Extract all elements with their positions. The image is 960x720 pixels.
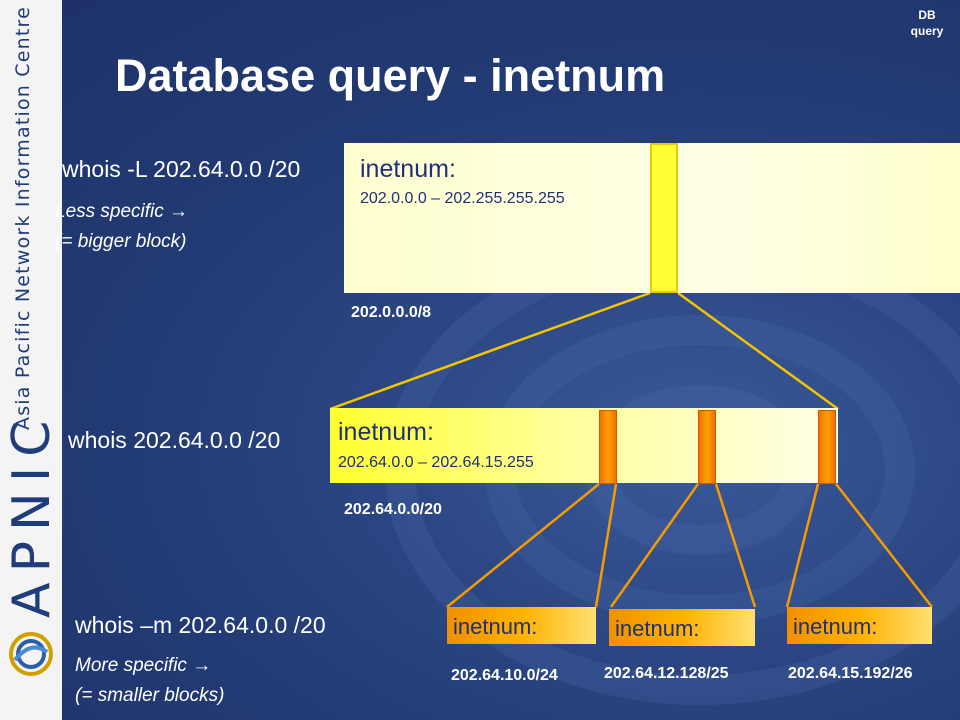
inetnum-block-8-range: 202.0.0.0 – 202.255.255.255	[360, 190, 565, 207]
inetnum-block-20: inetnum: 202.64.0.0 – 202.64.15.255	[330, 408, 838, 483]
less-specific-note: Less specific → (= bigger block)	[55, 197, 188, 257]
prefix-label-8: 202.0.0.0/8	[351, 304, 432, 321]
highlight-slot-25	[698, 410, 716, 484]
connector-line	[609, 483, 700, 608]
connector-line	[329, 291, 651, 411]
more-specific-note: More specific → (= smaller blocks)	[75, 651, 224, 711]
inetnum-block-8-title: inetnum:	[360, 155, 456, 183]
less-specific-note-line2: (= bigger block)	[55, 231, 187, 252]
prefix-label-26: 202.64.15.192/26	[788, 665, 913, 682]
query-exact-command: whois 202.64.0.0 /20	[68, 427, 281, 453]
less-specific-note-line1: Less specific →	[55, 197, 188, 227]
more-specific-note-text: More specific	[75, 655, 193, 676]
connector-line	[677, 291, 839, 411]
query-less-specific-command: whois -L 202.64.0.0 /20	[62, 156, 301, 182]
inetnum-block-25-title: inetnum:	[615, 616, 700, 641]
section-label-line1: DB	[918, 8, 936, 22]
connector-line	[594, 483, 618, 608]
query-more-specific-command: whois –m 202.64.0.0 /20	[75, 612, 326, 638]
highlight-slot-24	[599, 410, 617, 484]
highlight-slot-26	[818, 410, 836, 484]
inetnum-block-26-title: inetnum:	[793, 614, 878, 639]
sidebar: Asia Pacific Network Information Centre …	[0, 0, 62, 720]
less-specific-note-text: Less specific	[55, 201, 170, 222]
inetnum-block-24-title: inetnum:	[453, 614, 538, 639]
connector-line	[446, 483, 600, 608]
inetnum-block-20-title: inetnum:	[338, 418, 434, 446]
highlight-slot-20-in-8	[650, 143, 678, 293]
inetnum-block-24: inetnum:	[447, 607, 596, 644]
arrow-right-icon: →	[192, 655, 212, 676]
page-title: Database query - inetnum	[115, 50, 666, 101]
more-specific-note-line1: More specific →	[75, 651, 224, 681]
prefix-label-20: 202.64.0.0/20	[344, 501, 442, 518]
section-label-line2: query	[910, 24, 944, 38]
connector-line	[785, 483, 820, 608]
connector-line	[714, 483, 757, 608]
more-specific-note-line2: (= smaller blocks)	[75, 685, 225, 706]
section-label: DB query	[902, 7, 952, 39]
inetnum-block-25: inetnum:	[609, 609, 755, 646]
inetnum-block-20-range: 202.64.0.0 – 202.64.15.255	[338, 454, 534, 471]
prefix-label-24: 202.64.10.0/24	[451, 667, 558, 684]
apnic-logo-icon	[9, 632, 53, 676]
connector-line	[835, 483, 933, 608]
inetnum-block-26: inetnum:	[787, 607, 932, 644]
arrow-right-icon: →	[169, 201, 189, 222]
prefix-label-25: 202.64.12.128/25	[604, 665, 729, 682]
